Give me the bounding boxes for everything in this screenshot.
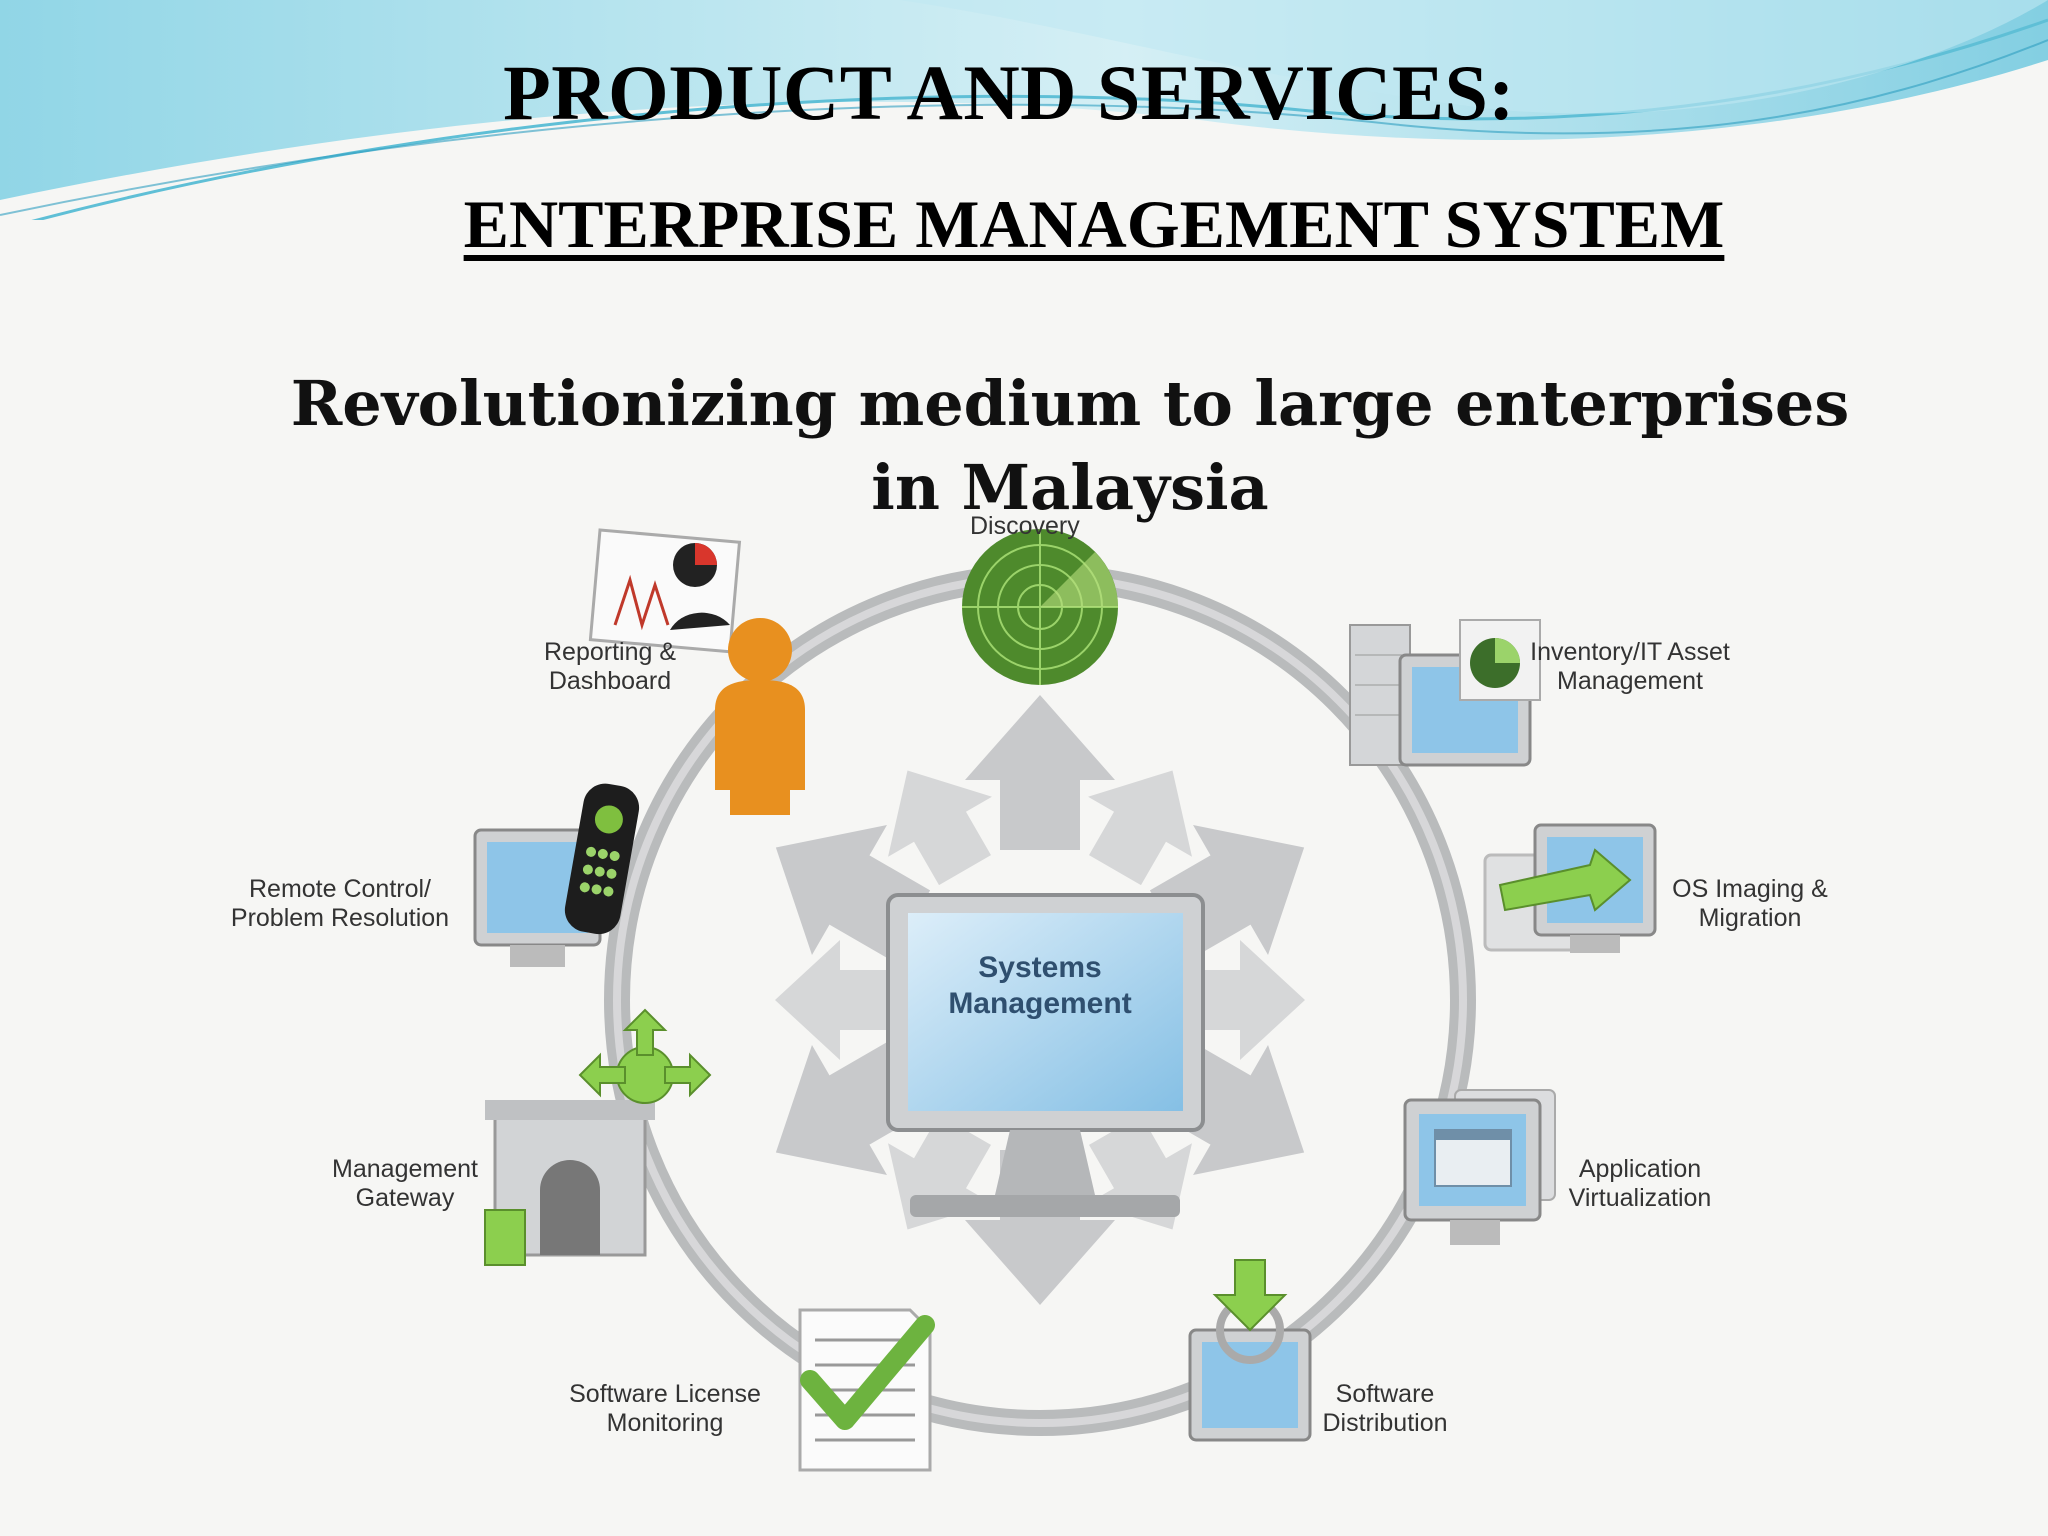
header-wave-decoration — [0, 0, 2048, 220]
label-software-distribution: Software Distribution — [1322, 1380, 1448, 1437]
center-monitor-icon — [886, 893, 1205, 1217]
label-reporting: Reporting & Dashboard — [543, 638, 677, 695]
person-chart-icon — [588, 528, 805, 815]
gateway-icon — [484, 1008, 712, 1266]
label-management-gateway: Management Gateway — [332, 1155, 478, 1212]
slide-title: PRODUCT AND SERVICES: — [503, 49, 1515, 136]
radar-icon — [962, 529, 1118, 685]
label-remote-control: Remote Control/ Problem Resolution — [230, 875, 450, 932]
monitor-window-icon — [1403, 1089, 1556, 1245]
monitor-download-icon — [1188, 1259, 1312, 1442]
server-monitor-icon — [1349, 619, 1541, 767]
label-app-virtualization: Application Virtualization — [1568, 1155, 1712, 1212]
slide-subtitle: ENTERPRISE MANAGEMENT SYSTEM — [463, 186, 1725, 262]
label-discovery: Discovery — [970, 512, 1080, 540]
document-check-icon — [798, 1308, 935, 1472]
label-inventory: Inventory/IT Asset Management — [1530, 638, 1730, 695]
branching-arrows-icon — [578, 1008, 712, 1104]
monitor-transfer-icon — [1483, 823, 1657, 953]
label-software-license: Software License Monitoring — [569, 1380, 761, 1437]
center-label: Systems Management — [948, 951, 1132, 1020]
arrow-up-icon — [965, 695, 1115, 850]
monitor-remote-icon — [473, 783, 640, 967]
label-os-imaging: OS Imaging & Migration — [1672, 875, 1828, 932]
slide-tagline: Revolutionizing medium to large enterpri… — [290, 367, 1850, 524]
systems-management-diagram — [473, 528, 1657, 1472]
remote-control-icon — [564, 783, 640, 935]
